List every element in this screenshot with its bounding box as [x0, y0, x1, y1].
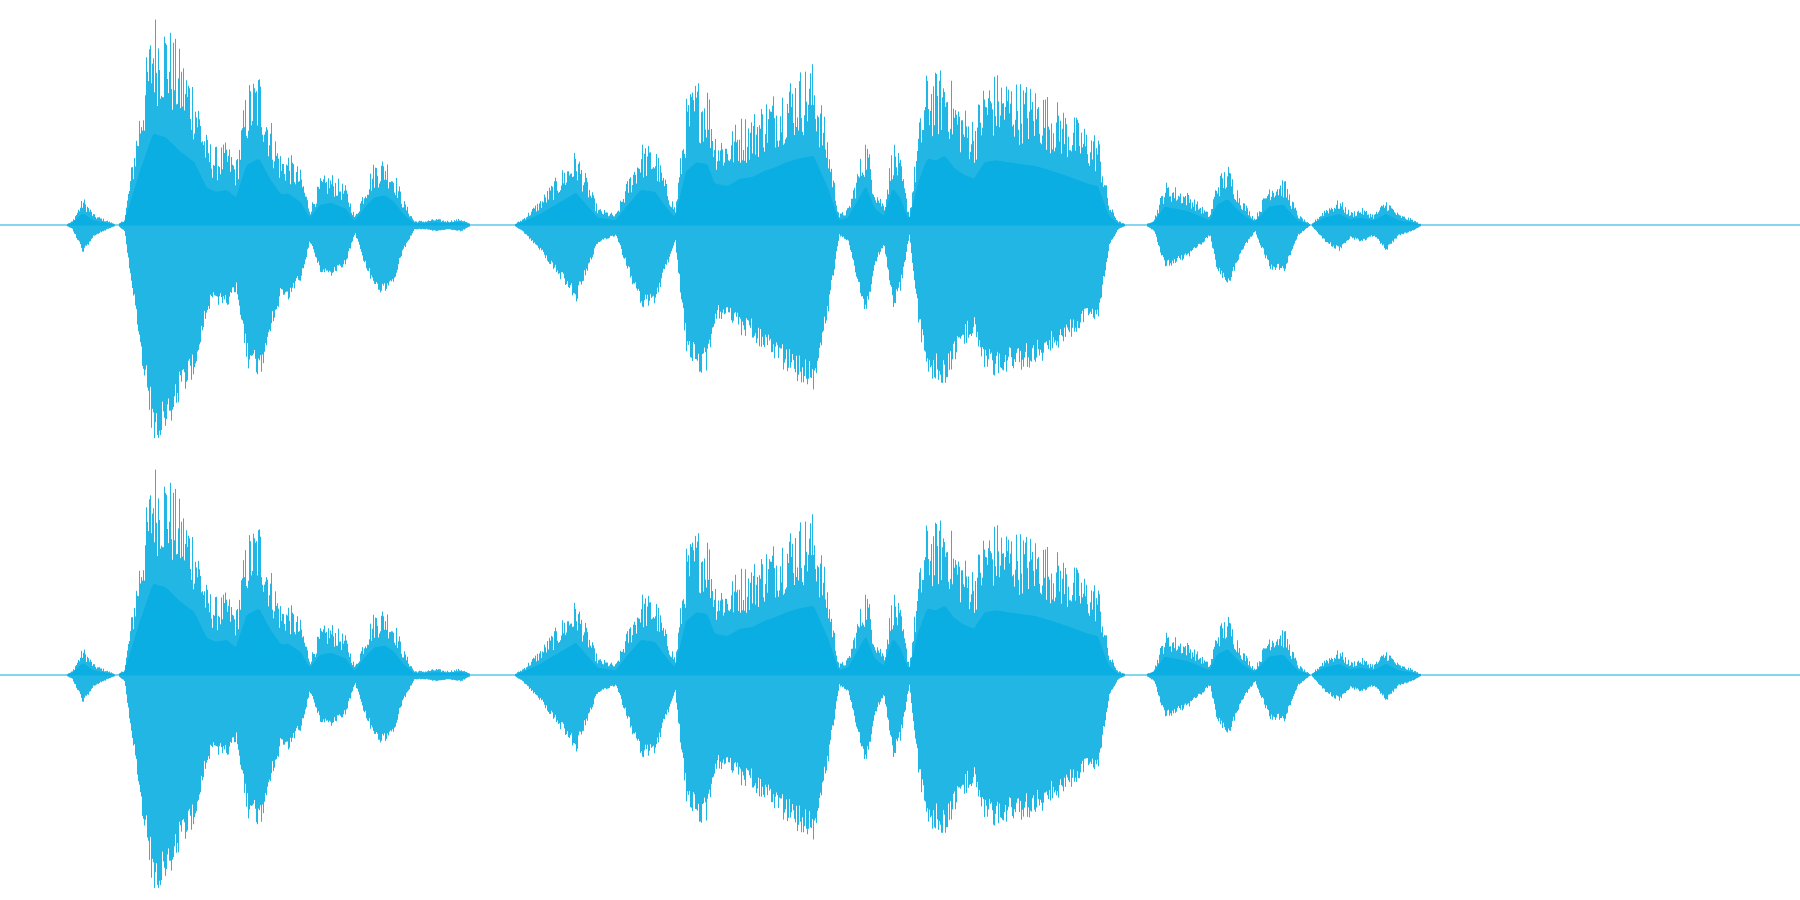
channel-right-peaks: [67, 469, 1421, 889]
channel-left-peaks: [67, 19, 1421, 439]
channel-right-waveform: [0, 469, 1800, 889]
channel-right-body: [0, 583, 1516, 675]
channel-left-body: [0, 133, 1516, 225]
channel-left-waveform: [0, 19, 1800, 439]
